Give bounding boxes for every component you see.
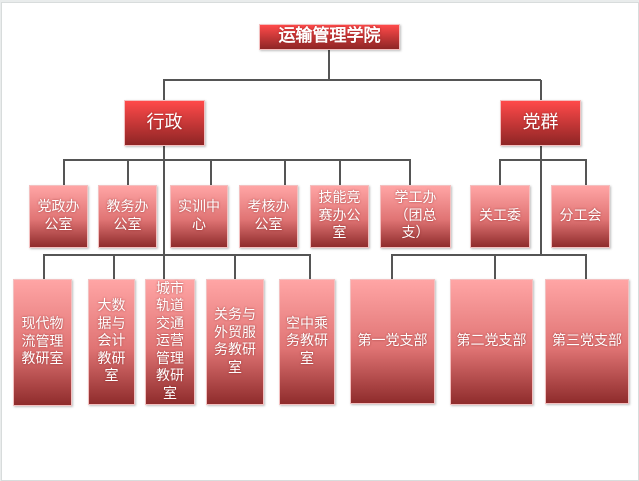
- node-party-branch-1[interactable]: 第一党支部: [350, 279, 435, 404]
- connector: [43, 255, 45, 279]
- node-label: 分工会: [559, 207, 602, 224]
- node-bigdata-dept[interactable]: 大数据与会计教研室: [88, 279, 135, 405]
- node-rail-transit-dept[interactable]: 城市轨道交通运营管理教研室: [145, 279, 195, 405]
- connector: [163, 79, 541, 81]
- node-assessment-office[interactable]: 考核办公室: [239, 185, 298, 248]
- connector: [309, 255, 311, 279]
- node-label: 现代物流管理教研室: [21, 316, 64, 368]
- node-label: 城市轨道交通运营管理教研室: [156, 280, 184, 402]
- connector: [585, 160, 587, 185]
- node-care-committee[interactable]: 关工委: [470, 185, 530, 248]
- connector: [163, 146, 165, 279]
- connector: [585, 255, 587, 279]
- node-label: 第二党支部: [456, 333, 527, 350]
- node-party-office[interactable]: 党政办公室: [29, 185, 88, 248]
- connector: [540, 80, 542, 100]
- connector: [499, 160, 501, 185]
- node-label: 教务办公室: [106, 199, 149, 233]
- node-label: 党政办公室: [37, 199, 80, 233]
- root-node[interactable]: 运输管理学院: [259, 24, 400, 50]
- node-label: 实训中心: [178, 199, 220, 233]
- node-label: 学工办（团总支）: [394, 190, 437, 242]
- node-customs-trade-dept[interactable]: 关务与外贸服务教研室: [206, 279, 264, 405]
- node-label: 关工委: [479, 207, 521, 224]
- node-label: 行政: [146, 111, 183, 133]
- connector: [391, 254, 587, 256]
- connector: [494, 255, 496, 279]
- node-aviation-dept[interactable]: 空中乘务教研室: [279, 279, 335, 405]
- node-competition-office[interactable]: 技能竞赛办公室: [310, 185, 369, 248]
- node-label: 第三党支部: [552, 332, 622, 349]
- connector: [43, 254, 311, 256]
- node-label: 考核办公室: [247, 199, 290, 233]
- node-label: 技能竞赛办公室: [318, 190, 361, 242]
- connector: [540, 146, 542, 256]
- connector: [63, 159, 411, 161]
- node-party-branch-2[interactable]: 第二党支部: [450, 279, 533, 405]
- node-label: 第一党支部: [357, 332, 428, 349]
- node-label: 空中乘务教研室: [286, 315, 328, 367]
- node-party-branch-3[interactable]: 第三党支部: [545, 279, 629, 404]
- node-trade-union[interactable]: 分工会: [551, 185, 610, 248]
- connector: [284, 160, 286, 185]
- node-label: 运输管理学院: [278, 26, 381, 47]
- connector: [127, 160, 129, 185]
- node-logistics-dept[interactable]: 现代物流管理教研室: [13, 279, 72, 406]
- branch-admin[interactable]: 行政: [124, 100, 205, 146]
- connector: [113, 255, 115, 279]
- connector: [163, 80, 165, 100]
- connector: [409, 160, 411, 185]
- connector: [210, 160, 212, 185]
- node-label: 党群: [522, 111, 559, 133]
- branch-party[interactable]: 党群: [500, 100, 581, 146]
- connector: [391, 255, 393, 279]
- connector: [499, 159, 587, 161]
- connector: [234, 255, 236, 279]
- node-label: 关务与外贸服务教研室: [214, 307, 256, 376]
- connector: [63, 160, 65, 185]
- node-student-office[interactable]: 学工办（团总支）: [380, 185, 451, 248]
- connector: [339, 160, 341, 185]
- node-academic-office[interactable]: 教务办公室: [98, 185, 157, 248]
- node-training-center[interactable]: 实训中心: [170, 185, 228, 248]
- connector: [328, 50, 330, 81]
- node-label: 大数据与会计教研室: [97, 298, 126, 385]
